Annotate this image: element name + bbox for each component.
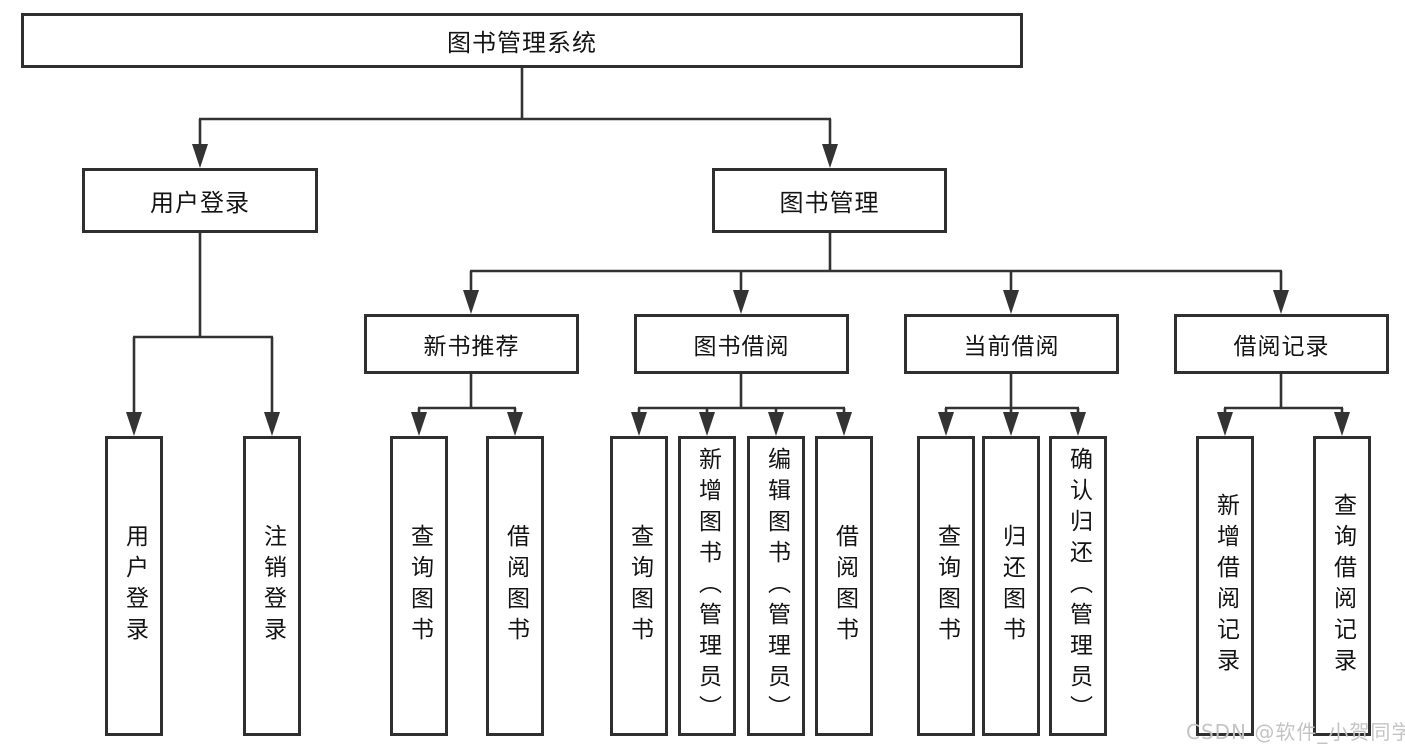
node-root-label: 图书管理系统 — [447, 29, 597, 57]
leaf-label: 查询借阅记录 — [1329, 493, 1356, 679]
node-new-book-recommend: 新书推荐 — [364, 314, 579, 374]
leaf-borrow-books: 借阅图书 — [815, 436, 873, 736]
leaf-label: 确认归还（管理员） — [1065, 446, 1092, 726]
leaf-query-books-borrow: 查询图书 — [610, 436, 668, 736]
node-book-management-label: 图书管理 — [779, 189, 880, 217]
connector-new-book-recommend — [411, 374, 523, 436]
node-current-borrow: 当前借阅 — [904, 314, 1119, 374]
node-current-borrow-label: 当前借阅 — [963, 334, 1060, 360]
connector-book-borrow — [631, 374, 852, 436]
leaf-label: 编辑图书（管理员） — [763, 446, 790, 726]
csdn-watermark: CSDN @软件_小贺同学 — [1186, 720, 1405, 744]
leaf-label: 注销登录 — [259, 524, 286, 648]
leaf-query-books-current: 查询图书 — [917, 436, 975, 736]
leaf-user-login: 用户登录 — [105, 436, 163, 736]
node-root: 图书管理系统 — [21, 13, 1023, 68]
leaf-label: 查询图书 — [626, 524, 653, 648]
node-borrow-records: 借阅记录 — [1174, 314, 1389, 374]
leaf-return-book: 归还图书 — [982, 436, 1040, 736]
connector-root — [192, 68, 838, 168]
node-book-borrow-label: 图书借阅 — [693, 334, 790, 360]
leaf-add-book-admin: 新增图书（管理员） — [678, 436, 736, 736]
node-book-borrow: 图书借阅 — [634, 314, 849, 374]
leaf-logout: 注销登录 — [243, 436, 301, 736]
connector-book-management — [463, 233, 1289, 314]
leaf-label: 查询图书 — [406, 524, 433, 648]
leaf-label: 用户登录 — [121, 524, 148, 648]
connector-borrow-records — [1217, 374, 1350, 436]
leaf-confirm-return-admin: 确认归还（管理员） — [1049, 436, 1107, 736]
connector-current-borrow — [938, 374, 1086, 436]
leaf-label: 新增图书（管理员） — [694, 446, 721, 726]
leaf-edit-book-admin: 编辑图书（管理员） — [747, 436, 805, 736]
leaf-label: 归还图书 — [998, 524, 1025, 648]
leaf-label: 借阅图书 — [502, 524, 529, 648]
leaf-label: 新增借阅记录 — [1212, 493, 1239, 679]
leaf-label: 查询图书 — [933, 524, 960, 648]
node-borrow-records-label: 借阅记录 — [1233, 334, 1330, 360]
leaf-label: 借阅图书 — [831, 524, 858, 648]
node-user-login-label: 用户登录 — [150, 189, 250, 217]
node-new-book-recommend-label: 新书推荐 — [423, 334, 520, 360]
leaf-query-books-recommend: 查询图书 — [390, 436, 448, 736]
leaf-add-borrow-record: 新增借阅记录 — [1196, 436, 1254, 736]
leaf-borrow-books-recommend: 借阅图书 — [486, 436, 544, 736]
node-book-management: 图书管理 — [712, 168, 947, 233]
leaf-query-borrow-record: 查询借阅记录 — [1313, 436, 1371, 736]
node-user-login: 用户登录 — [82, 168, 318, 233]
connector-user-login — [126, 233, 280, 436]
